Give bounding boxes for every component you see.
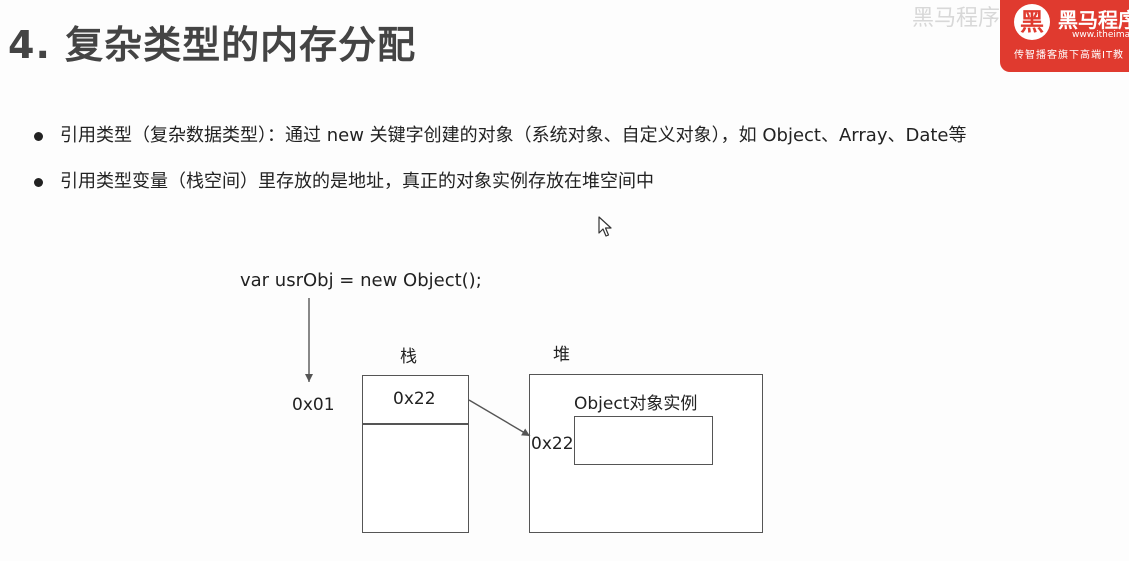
object-instance-box bbox=[574, 416, 713, 465]
heap-label: 堆 bbox=[553, 345, 570, 365]
bullet-item: 引用类型变量（栈空间）里存放的是地址，真正的对象实例存放在堆空间中 bbox=[30, 170, 967, 194]
logo-url: www.itheima bbox=[1072, 30, 1129, 40]
slide-title: 4. 复杂类型的内存分配 bbox=[8, 23, 417, 67]
logo-slogan: 传智播客旗下高端IT教 bbox=[1014, 50, 1125, 61]
logo-brand: 黑马程序 bbox=[1058, 8, 1129, 32]
logo-mark: 黑 bbox=[1014, 4, 1050, 40]
mouse-pointer-icon bbox=[598, 216, 614, 242]
brand-logo: 黑 黑马程序 www.itheima 传智播客旗下高端IT教 bbox=[1000, 0, 1129, 72]
heap-address: 0x22 bbox=[531, 434, 574, 454]
code-line: var usrObj = new Object(); bbox=[240, 270, 482, 291]
bullet-item: 引用类型（复杂数据类型）：通过 new 关键字创建的对象（系统对象、自定义对象）… bbox=[30, 124, 967, 148]
stack-value: 0x22 bbox=[393, 389, 436, 409]
pointer-arrow-to-heap bbox=[468, 399, 531, 437]
stack-box bbox=[362, 375, 469, 533]
bullet-list: 引用类型（复杂数据类型）：通过 new 关键字创建的对象（系统对象、自定义对象）… bbox=[30, 124, 967, 194]
stack-divider bbox=[362, 423, 469, 425]
variable-address: 0x01 bbox=[292, 395, 335, 415]
object-instance-label: Object对象实例 bbox=[574, 394, 698, 414]
stack-label: 栈 bbox=[400, 347, 417, 367]
